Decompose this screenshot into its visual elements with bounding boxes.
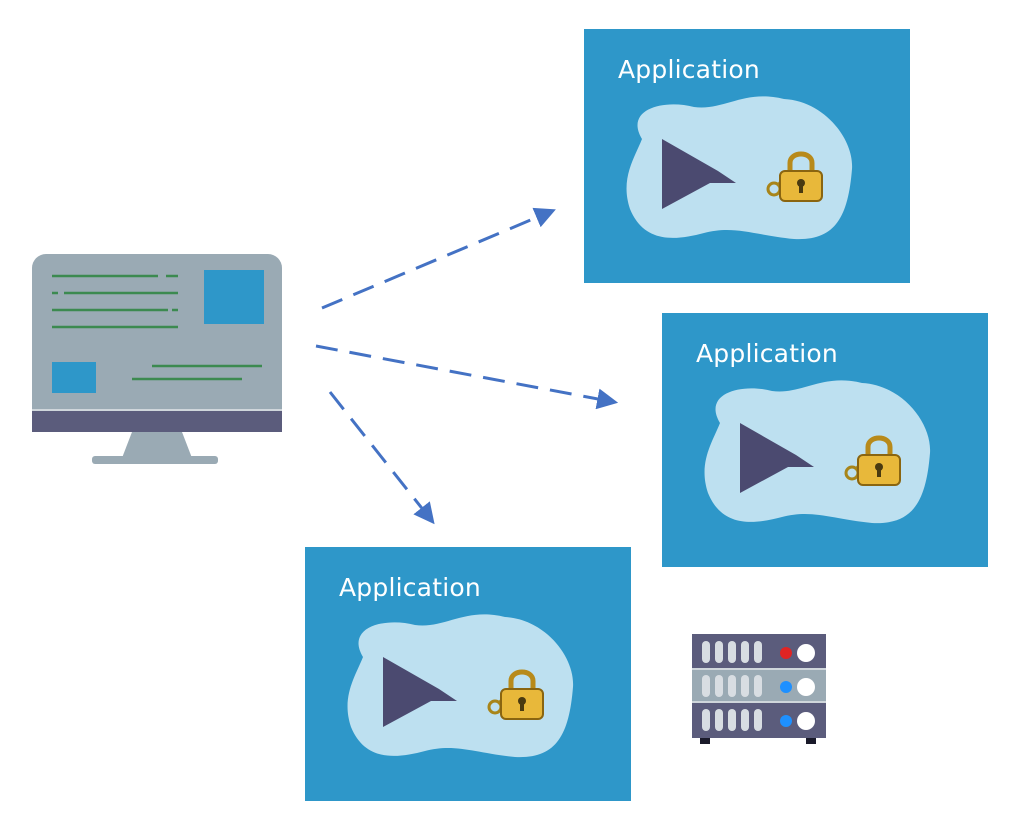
padlock-icon — [500, 669, 544, 720]
cloud-blob — [704, 380, 931, 524]
application-card-top: Application — [584, 29, 910, 283]
application-card-middle: Application — [662, 313, 988, 567]
cloud-blob — [347, 614, 574, 758]
padlock-icon — [857, 435, 901, 486]
application-title: Application — [618, 55, 760, 84]
padlock-icon — [779, 151, 823, 202]
application-card-bottom: Application — [305, 547, 631, 801]
application-title: Application — [339, 573, 481, 602]
play-icon — [662, 139, 736, 209]
play-icon — [740, 423, 814, 493]
application-title: Application — [696, 339, 838, 368]
arrow-to-app-top — [321, 207, 556, 310]
monitor-icon — [32, 254, 282, 464]
server-icon — [692, 634, 826, 744]
cloud-blob — [626, 96, 853, 240]
arrow-to-app-middle — [315, 344, 619, 410]
play-icon — [383, 657, 457, 727]
arrow-to-app-bottom — [328, 391, 435, 525]
